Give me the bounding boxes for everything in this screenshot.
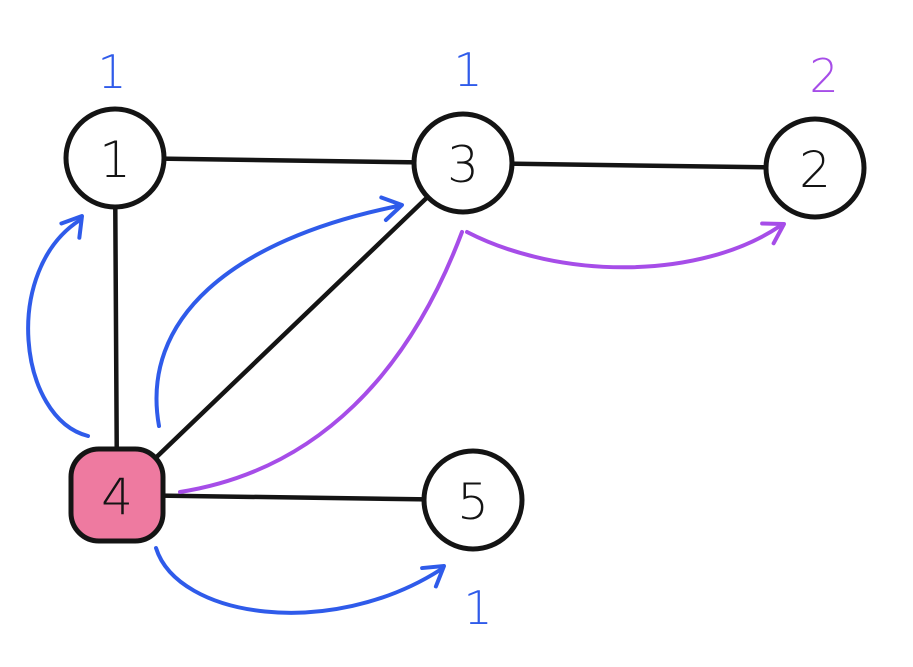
annotation-node-1: 1 [97,45,126,99]
annotation-node-2: 2 [809,49,838,103]
node-4-label: 4 [101,468,133,526]
node-5[interactable]: 5 [421,448,525,552]
arrowhead-4-3-blue [379,195,404,223]
node-4-shape [68,446,166,544]
edges-layer [112,155,818,503]
arrow-4-3-blue [154,195,404,428]
arrowhead-4-5-blue [420,564,446,589]
node-5-label: 5 [457,473,489,531]
node-3-shape [411,111,515,215]
node-5-shape [421,448,525,552]
node-2-shape [763,116,867,220]
arrowhead-3-2-purple [760,221,786,246]
node-1-label: 1 [99,131,131,189]
edge-1-4 [112,155,120,498]
arrow-4-5-blue [154,546,446,615]
node-2[interactable]: 2 [763,116,867,220]
node-2-label: 2 [799,141,831,199]
edge-1-3 [112,155,466,166]
edge-4-3 [114,160,466,498]
annotations-layer: 1 1 2 1 [97,43,838,635]
arrow-4-3-purple [178,230,464,494]
arrowhead-4-1-blue [59,214,84,240]
nodes-layer: 1 3 2 4 5 [63,106,867,552]
arrow-4-1-blue [26,214,90,438]
node-3[interactable]: 3 [411,111,515,215]
node-3-label: 3 [447,136,479,194]
annotation-node-5: 1 [463,581,492,635]
edge-4-5 [114,492,476,503]
node-4[interactable]: 4 [68,446,166,544]
arrows-layer [26,195,786,615]
node-1[interactable]: 1 [63,106,167,210]
node-1-shape [63,106,167,210]
arrow-3-2-purple [465,221,786,270]
annotation-node-3: 1 [453,43,482,97]
edge-3-2 [460,160,818,171]
